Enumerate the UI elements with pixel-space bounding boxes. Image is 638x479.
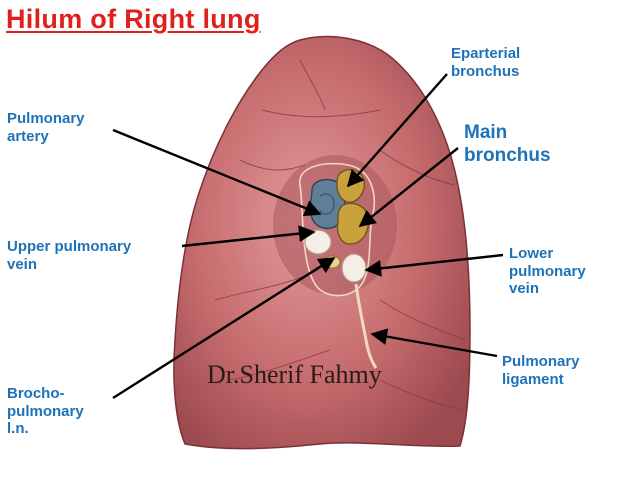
label-line: l.n. bbox=[7, 420, 29, 438]
label-main-bronchus: Main bronchus bbox=[464, 121, 551, 167]
arrow-pulmonary-artery bbox=[112, 128, 322, 217]
label-line: pulmonary bbox=[509, 262, 586, 280]
arrow-bronchopulmonary-ln bbox=[112, 256, 336, 400]
label-line: Upper pulmonary bbox=[7, 238, 132, 255]
label-line: ligament bbox=[502, 370, 564, 388]
label-line: Main bbox=[464, 122, 508, 143]
label-line: Brocho- bbox=[7, 385, 65, 402]
label-line: vein bbox=[509, 280, 540, 298]
lower-pulmonary-vein-shape bbox=[341, 253, 367, 283]
label-bronchopulmonary-ln: Brocho- pulmonary l.n. bbox=[7, 385, 84, 438]
label-line: vein bbox=[7, 255, 38, 273]
label-pulmonary-artery: Pulmonary artery bbox=[7, 110, 85, 145]
page-title: Hilum of Right lung bbox=[6, 4, 261, 34]
label-line: Pulmonary bbox=[7, 110, 85, 127]
label-line: Pulmonary bbox=[502, 353, 580, 370]
label-line: bronchus bbox=[464, 145, 551, 167]
label-lower-pulmonary-vein: Lower pulmonary vein bbox=[509, 245, 586, 298]
label-upper-pulmonary-vein: Upper pulmonary vein bbox=[7, 238, 131, 273]
label-line: Eparterial bbox=[451, 45, 521, 62]
arrow-main-bronchus bbox=[358, 147, 459, 228]
lung-surface-lines bbox=[214, 59, 466, 411]
arrow-pulmonary-ligament bbox=[370, 328, 498, 358]
label-line: pulmonary bbox=[7, 402, 84, 420]
arrow-upper-pulmonary-vein bbox=[181, 225, 316, 248]
label-line: bronchus bbox=[451, 62, 520, 80]
hilum-outline bbox=[299, 162, 375, 297]
eparterial-bronchus-shape bbox=[336, 169, 366, 203]
label-pulmonary-ligament: Pulmonary ligament bbox=[502, 353, 580, 388]
label-line: artery bbox=[7, 127, 49, 145]
pulmonary-ligament-shape bbox=[354, 283, 378, 369]
label-eparterial-bronchus: Eparterial bronchus bbox=[451, 45, 520, 80]
label-line: Lower bbox=[509, 245, 554, 262]
arrow-eparterial-bronchus bbox=[346, 73, 448, 188]
leader-arrows bbox=[112, 73, 504, 400]
author-watermark: Dr.Sherif Fahmy bbox=[207, 360, 382, 389]
arrow-lower-pulmonary-vein bbox=[364, 253, 504, 277]
